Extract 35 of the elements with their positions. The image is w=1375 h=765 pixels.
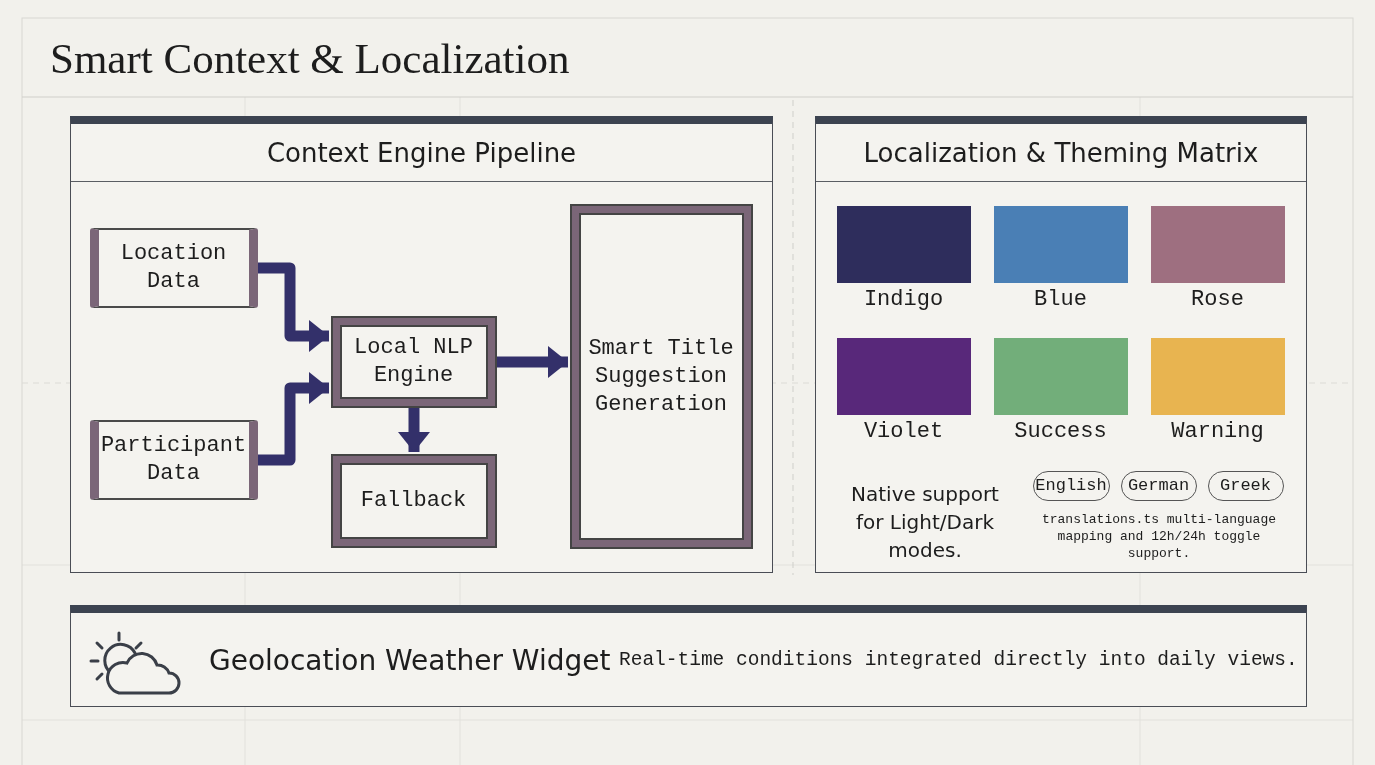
arrow <box>497 346 568 378</box>
tag-text: Greek <box>1220 476 1271 496</box>
diagram-title: Smart Context & Localization <box>50 34 570 83</box>
language-tag <box>1207 471 1284 501</box>
data-source-box <box>89 420 258 500</box>
swatch-label: Indigo <box>862 287 945 312</box>
swatch-label: Violet <box>862 419 945 444</box>
note-text: Native support for Light/Dark modes. <box>850 481 1000 564</box>
weather-widget-panel <box>70 605 1307 707</box>
pipeline-panel <box>70 116 773 573</box>
node-text: Fallback <box>360 487 467 515</box>
widget-title: Geolocation Weather Widget <box>209 643 611 676</box>
node-text: Smart Title Suggestion Generation <box>587 334 735 419</box>
arrow <box>258 262 329 352</box>
arrow <box>398 408 430 452</box>
widget-description: Real-time conditions integrated directly into daily views. <box>619 648 1298 671</box>
node-text: Local NLP Engine <box>353 334 474 390</box>
node-text: Participant Data <box>99 432 248 488</box>
output-box <box>569 204 753 549</box>
panel-heading: Localization & Theming Matrix <box>863 137 1259 168</box>
data-source-box <box>89 228 258 308</box>
panel-heading: Context Engine Pipeline <box>266 137 577 168</box>
swatch-label: Rose <box>1190 287 1245 312</box>
process-box <box>330 316 497 408</box>
theming-panel <box>815 116 1307 573</box>
tag-text: German <box>1127 476 1190 496</box>
swatch-label: Blue <box>1033 287 1088 312</box>
node-text: Location Data <box>119 240 228 296</box>
tag-text: English <box>1035 476 1107 496</box>
swatch-label: Success <box>1013 419 1108 444</box>
arrow <box>258 372 329 466</box>
note-text: translations.ts multi-language mapping and 12h/24h toggle support. <box>1040 511 1277 562</box>
swatch-label: Warning <box>1170 419 1265 444</box>
language-tag <box>1120 471 1197 501</box>
process-box <box>330 454 497 548</box>
